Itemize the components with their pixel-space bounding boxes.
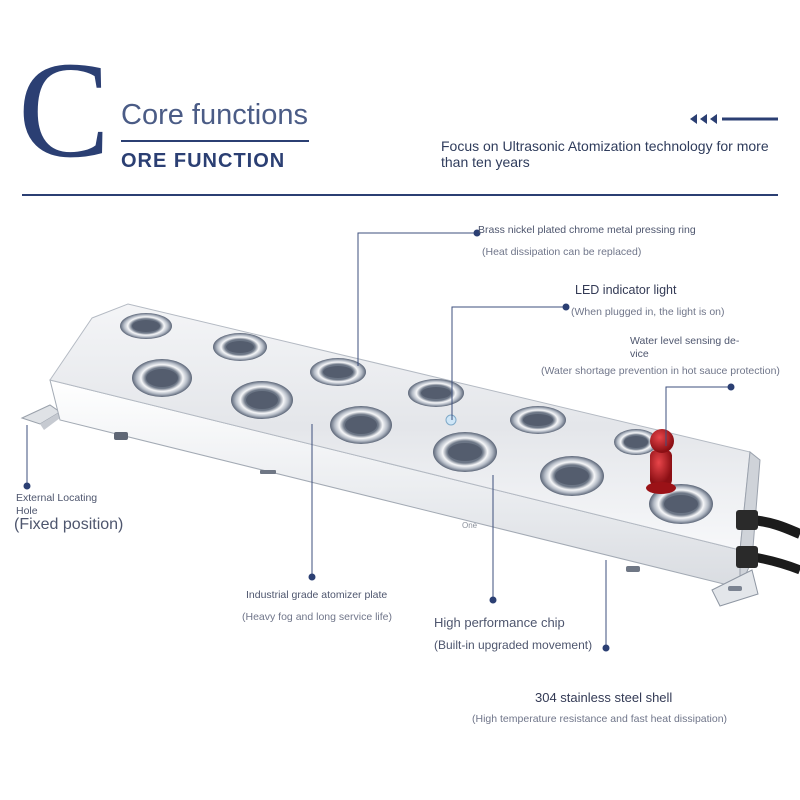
callout-chip-label: High performance chip — [434, 615, 565, 630]
atomizer-ring — [510, 406, 566, 434]
callout-leaders — [26, 232, 731, 648]
left-mounting-bracket — [20, 404, 61, 430]
led-indicator — [445, 414, 457, 426]
title-underline — [121, 140, 309, 142]
locating-slot — [626, 566, 640, 572]
callout-shell-note: (High temperature resistance and fast he… — [472, 713, 728, 725]
callout-shell-label: 304 stainless steel shell — [535, 690, 673, 705]
callout-water-label-1: Water level sensing de- — [630, 335, 740, 347]
atomizer-ring — [433, 432, 497, 472]
page-title: Core functions — [121, 99, 308, 131]
atomizer-ring — [231, 381, 293, 419]
callout-ring-note: (Heat dissipation can be replaced) — [482, 246, 642, 258]
tagline: Focus on Ultrasonic Atomization technolo… — [441, 138, 769, 170]
callout-led-note: (When plugged in, the light is on) — [571, 306, 725, 318]
callout-chip-note: (Built-in upgraded movement) — [434, 638, 593, 652]
callout-dots — [23, 229, 735, 652]
stamp-text: One — [462, 521, 478, 530]
callout-led-label: LED indicator light — [575, 283, 677, 297]
page-subtitle: ORE FUNCTION — [121, 150, 286, 172]
right-mounting-bracket — [711, 569, 759, 607]
atomizer-ring — [132, 359, 192, 397]
header-divider — [22, 194, 778, 196]
callout-water-label-2: vice — [630, 348, 649, 360]
atomizer-ring — [649, 484, 713, 524]
locating-slot — [114, 432, 128, 440]
atomizer-ring — [540, 456, 604, 496]
atomizer-ring — [213, 333, 267, 361]
callout-plate-label: Industrial grade atomizer plate — [246, 589, 388, 601]
atomizer-ring — [408, 379, 464, 407]
atomizer-ring — [330, 406, 392, 444]
callout-ring-label: Brass nickel plated chrome metal pressin… — [478, 224, 696, 236]
callout-water-note: (Water shortage prevention in hot sauce … — [541, 365, 780, 377]
logo-letter-c: C — [18, 33, 111, 186]
atomizer-ring — [120, 313, 172, 339]
callout-plate-note: (Heavy fog and long service life) — [242, 611, 392, 623]
locating-slot — [260, 470, 276, 474]
arrow-left-icon — [690, 114, 778, 124]
atomizer-ring — [614, 429, 658, 455]
callout-hole-label-2: Hole — [16, 505, 38, 517]
callout-hole-note: (Fixed position) — [14, 516, 124, 533]
power-cord — [736, 510, 800, 575]
atomizer-ring — [310, 358, 366, 386]
callout-hole-label-1: External Locating — [16, 492, 98, 504]
water-level-sensor — [646, 429, 676, 494]
